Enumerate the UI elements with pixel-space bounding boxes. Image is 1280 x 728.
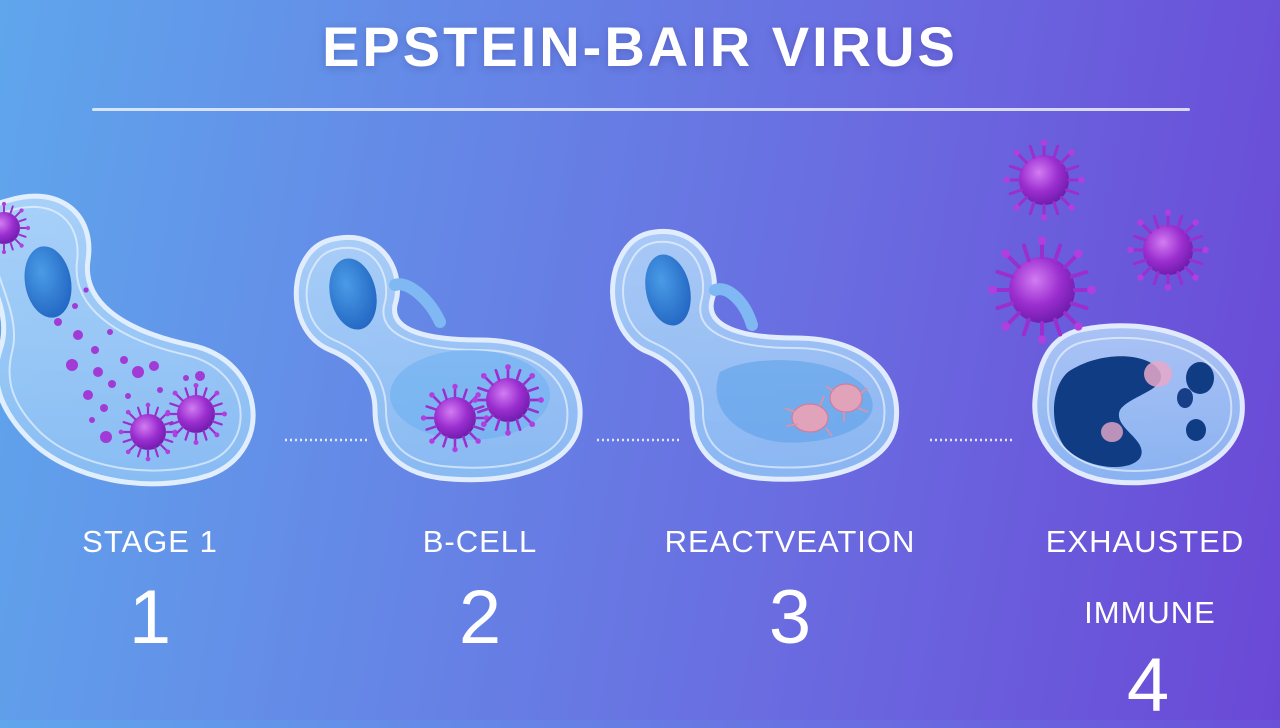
stage-2-number: 2 xyxy=(458,575,502,660)
stage-1-cell xyxy=(0,193,256,487)
stage-3-number: 3 xyxy=(768,575,812,660)
stage-3-label: REACTVEATION xyxy=(664,524,916,559)
stage-3-cell xyxy=(610,229,899,482)
stage-2-label: B-CELL xyxy=(422,524,538,559)
stage-1-label: STAGE 1 xyxy=(82,524,218,559)
stage-4-sublabel: IMMUNE xyxy=(1084,595,1216,630)
title-divider xyxy=(92,108,1190,111)
stage-1-number: 1 xyxy=(128,575,172,660)
stage-4-label: EXHAUSTED xyxy=(1045,524,1245,559)
stage-4-cell xyxy=(986,137,1245,486)
stage-2-cell xyxy=(293,234,583,483)
page-title: EPSTEIN-BAIR VIRUS xyxy=(322,15,958,78)
stage-4-number: 4 xyxy=(1126,643,1170,728)
